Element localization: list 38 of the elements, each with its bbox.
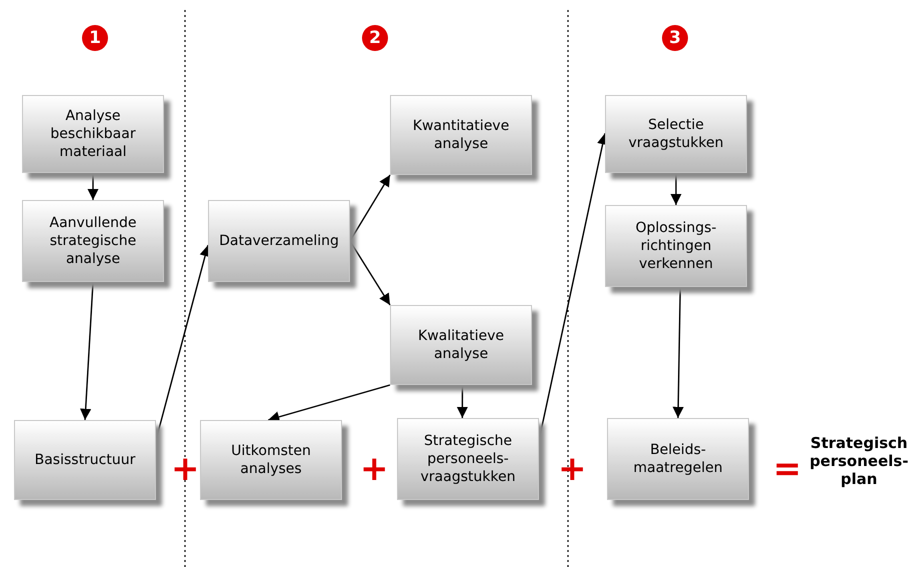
process-box [397, 418, 539, 500]
arrow [349, 240, 391, 306]
process-box [200, 420, 342, 500]
box-label: Kwalitatieve analyse [417, 326, 505, 364]
arrow [80, 282, 94, 420]
process-box [14, 420, 156, 500]
equals-sign: = [773, 452, 802, 486]
process-box [607, 418, 749, 500]
step-number: 1 [82, 25, 108, 51]
arrow [87, 173, 99, 200]
process-box [390, 95, 532, 175]
result-label: Strategisch personeels-plan [808, 434, 910, 488]
box-label: Uitkomsten analyses [230, 442, 312, 478]
arrow [456, 385, 468, 418]
box-label: Analyse beschikbaar materiaal [49, 106, 137, 162]
arrow [268, 384, 390, 422]
plus-sign: + [558, 452, 586, 486]
step-number: 2 [362, 25, 388, 51]
plus-sign: + [171, 452, 200, 486]
arrow [672, 286, 684, 418]
box-label: Kwantitatieve analyse [412, 116, 510, 154]
process-box [605, 205, 747, 287]
box-label: Strategische personeels-vraagstukken [420, 432, 516, 486]
arrow [670, 173, 682, 205]
process-box [390, 305, 532, 385]
process-box [22, 95, 164, 173]
box-label: Dataverzameling [219, 232, 339, 250]
process-box [208, 200, 350, 282]
box-label: Beleids-maatregelen [632, 440, 724, 478]
step-number: 3 [662, 25, 688, 51]
box-label: Selectie vraagstukken [628, 116, 724, 152]
plus-sign: + [360, 452, 388, 486]
process-box [605, 95, 747, 173]
box-label: Oplossings-richtingen verkennen [634, 218, 718, 274]
box-label: Aanvullende strategische analyse [48, 214, 138, 268]
process-box [22, 200, 164, 282]
box-label: Basisstructuur [34, 450, 136, 470]
arrow [349, 174, 391, 242]
